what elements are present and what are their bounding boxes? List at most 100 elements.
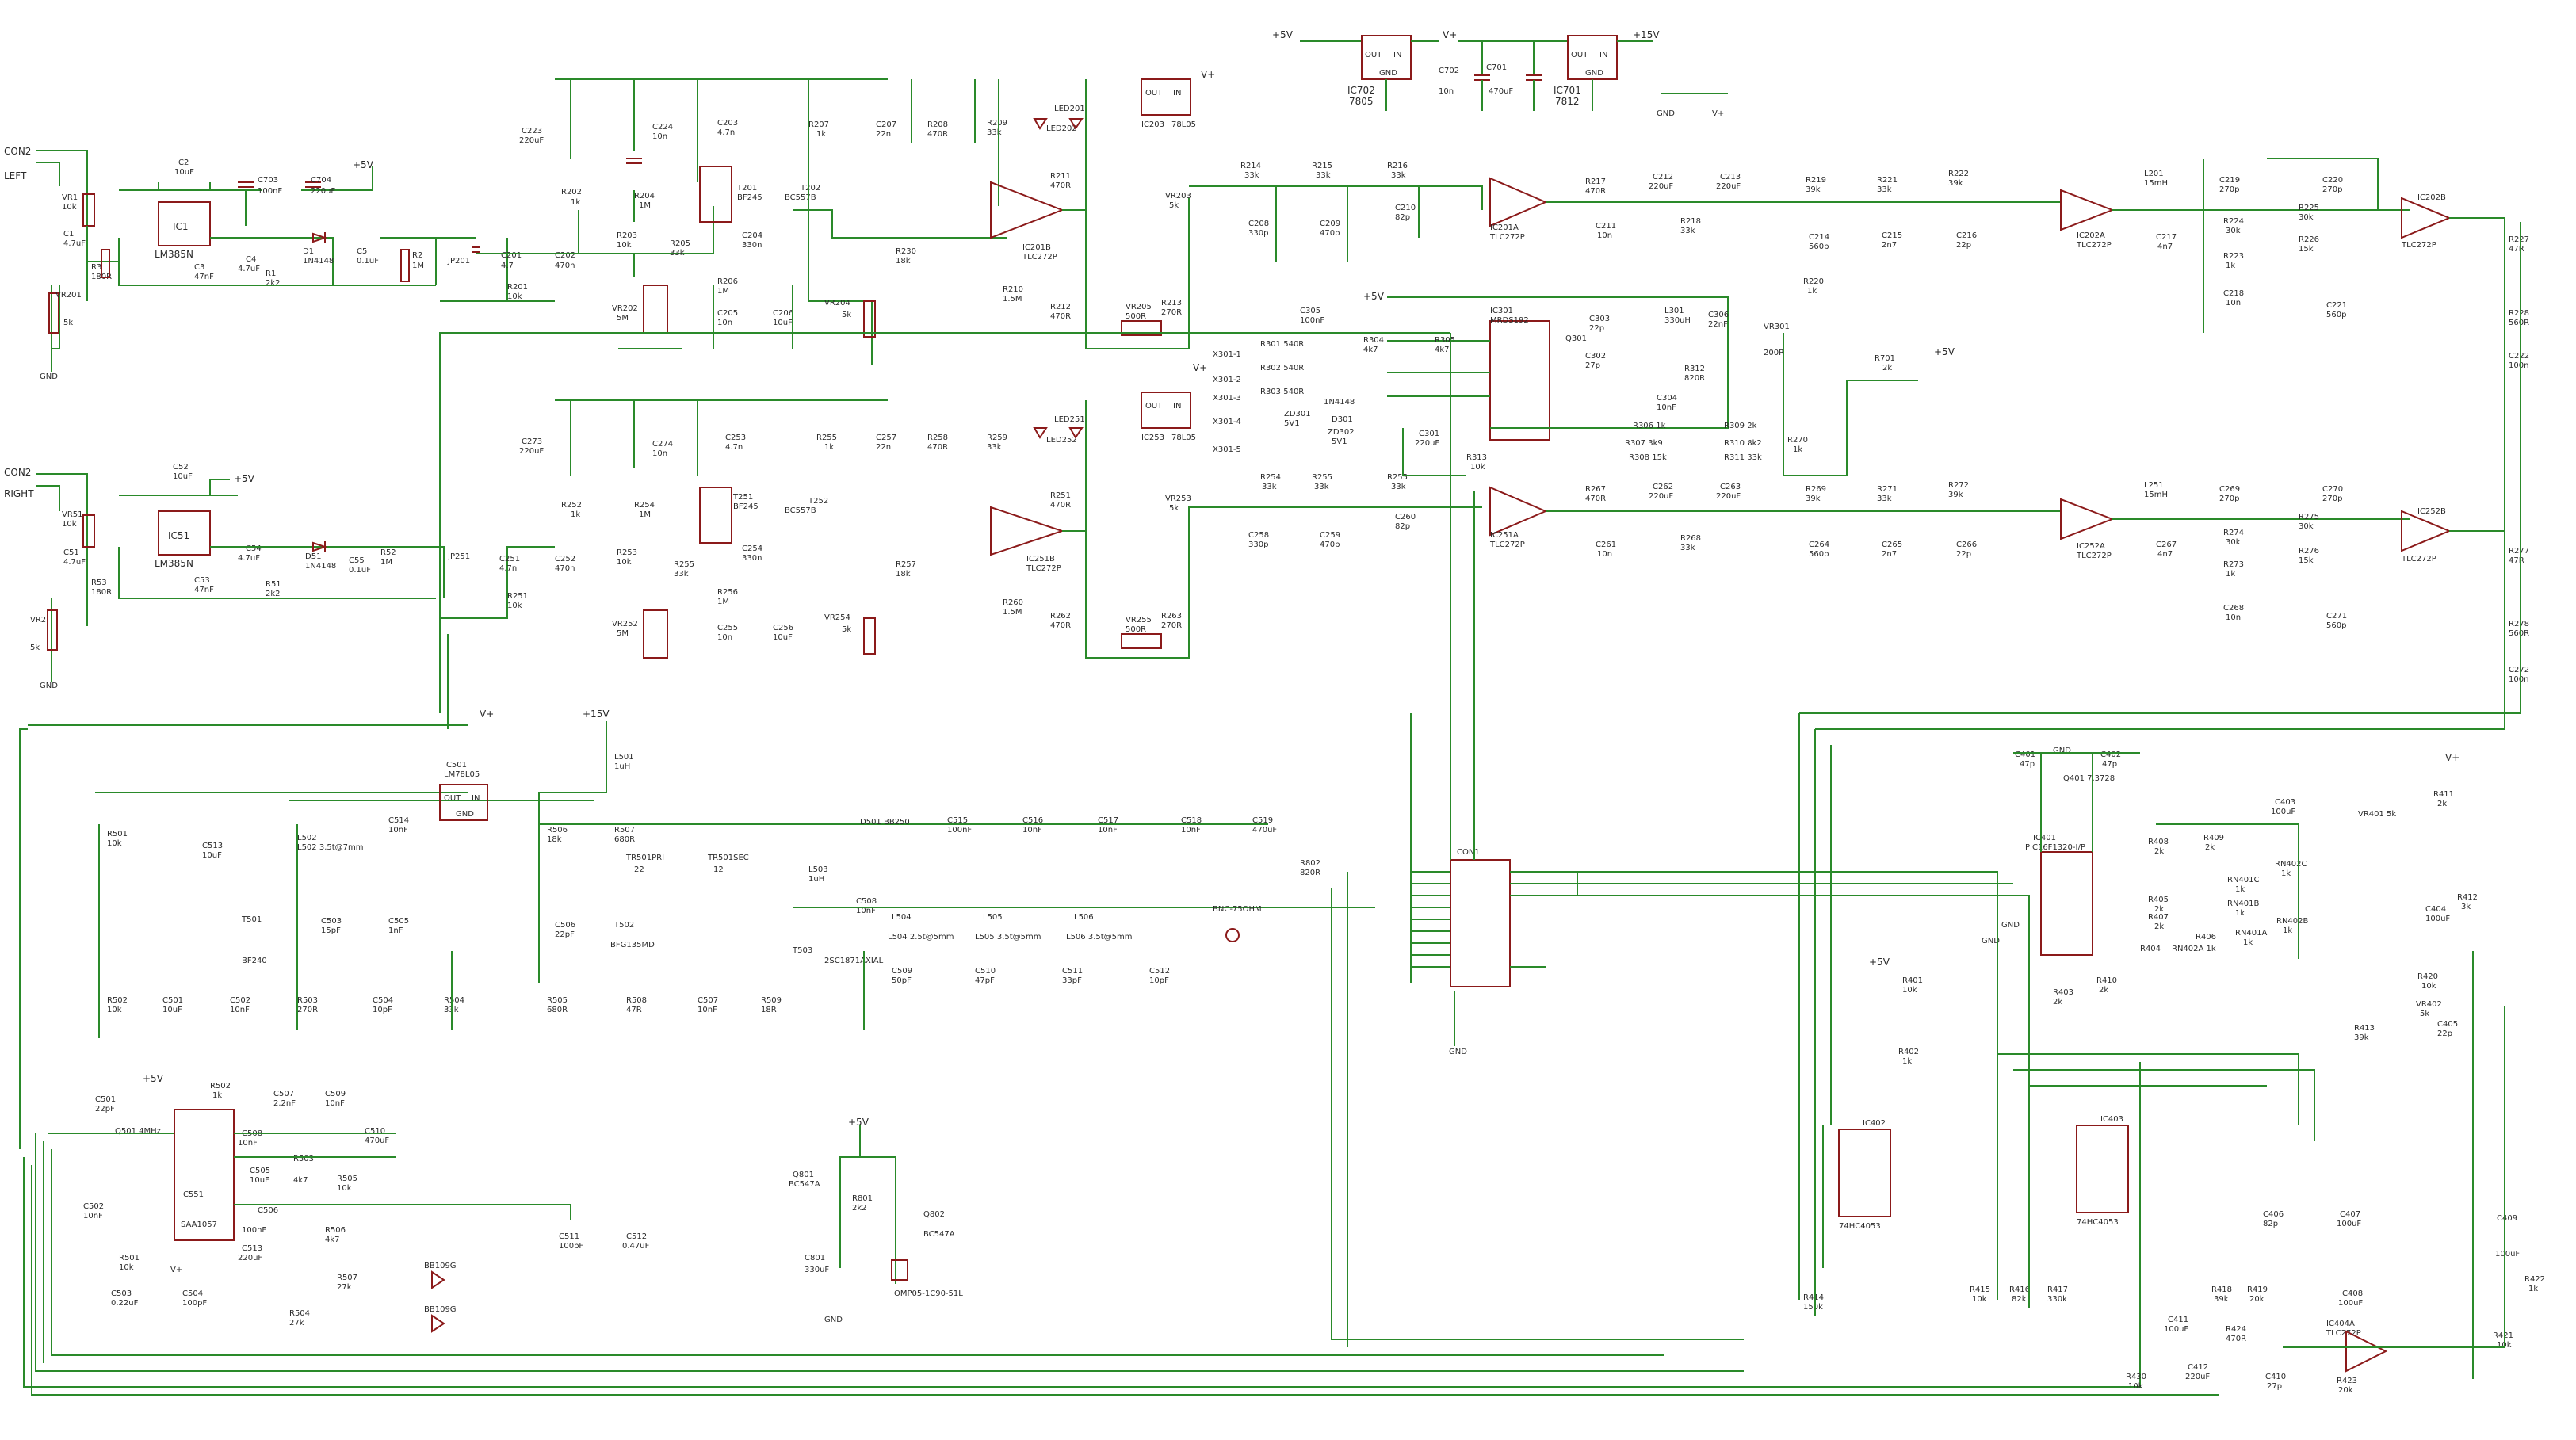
svg-text:R219: R219 bbox=[1806, 176, 1826, 185]
svg-text:1N4148: 1N4148 bbox=[305, 562, 336, 571]
svg-text:100pF: 100pF bbox=[559, 1242, 583, 1251]
ic701-label: IC701 bbox=[1554, 85, 1581, 96]
svg-text:100nF: 100nF bbox=[947, 826, 972, 835]
svg-text:15k: 15k bbox=[2299, 245, 2314, 254]
svg-text:33k: 33k bbox=[670, 249, 685, 258]
svg-text:R3: R3 bbox=[91, 263, 101, 272]
ic252b-opamp bbox=[2401, 510, 2452, 552]
svg-text:R53: R53 bbox=[91, 579, 107, 587]
svg-text:27p: 27p bbox=[1585, 361, 1600, 370]
svg-text:OUT: OUT bbox=[1571, 51, 1588, 59]
svg-text:L506: L506 bbox=[1074, 913, 1094, 922]
led252-label: LED252 bbox=[1046, 436, 1077, 445]
svg-text:10nF: 10nF bbox=[230, 1006, 250, 1014]
svg-text:R227: R227 bbox=[2509, 235, 2529, 244]
svg-text:0.1uF: 0.1uF bbox=[357, 257, 379, 265]
svg-text:C409: C409 bbox=[2497, 1214, 2517, 1223]
svg-text:30k: 30k bbox=[2226, 227, 2241, 235]
gnd-left-in: GND bbox=[40, 372, 58, 381]
svg-text:JP201: JP201 bbox=[447, 257, 470, 265]
svg-text:C702: C702 bbox=[1439, 67, 1459, 75]
svg-text:R310 8k2: R310 8k2 bbox=[1724, 439, 1762, 448]
svg-text:10nF: 10nF bbox=[1022, 826, 1042, 835]
svg-text:C265: C265 bbox=[1882, 540, 1902, 549]
svg-text:100uF: 100uF bbox=[2337, 1220, 2361, 1228]
svg-text:R408: R408 bbox=[2148, 838, 2169, 846]
svg-text:L251: L251 bbox=[2144, 481, 2164, 490]
svg-text:R423: R423 bbox=[2337, 1377, 2357, 1385]
svg-text:C510: C510 bbox=[365, 1127, 385, 1136]
t201-part: BF245 bbox=[737, 193, 762, 202]
ic251a-label: IC251A bbox=[1490, 531, 1519, 540]
right-connector: CON2 bbox=[4, 467, 31, 478]
svg-text:R253: R253 bbox=[617, 548, 637, 557]
vr204-pot bbox=[863, 300, 876, 338]
svg-text:1k: 1k bbox=[2528, 1285, 2538, 1293]
svg-text:3k: 3k bbox=[2461, 903, 2471, 911]
svg-text:1k: 1k bbox=[1807, 287, 1817, 296]
svg-text:R226: R226 bbox=[2299, 235, 2319, 244]
svg-text:5V1: 5V1 bbox=[1332, 437, 1347, 446]
vplus-pll: V+ bbox=[170, 1266, 182, 1274]
svg-text:1M: 1M bbox=[639, 510, 651, 519]
svg-text:R256: R256 bbox=[717, 588, 738, 597]
t202-part: BC557B bbox=[785, 193, 816, 202]
ic51-body bbox=[158, 510, 211, 556]
svg-text:10k: 10k bbox=[2128, 1382, 2143, 1391]
vr201-pot bbox=[48, 292, 59, 334]
svg-text:220uF: 220uF bbox=[1716, 182, 1741, 191]
t503-part: 2SC1871AXIAL bbox=[824, 957, 884, 965]
ic404a-opamp bbox=[2345, 1330, 2388, 1373]
svg-text:R422: R422 bbox=[2524, 1275, 2545, 1284]
svg-text:4.7n: 4.7n bbox=[499, 564, 517, 573]
svg-text:C401: C401 bbox=[2015, 751, 2035, 759]
svg-text:C511: C511 bbox=[559, 1232, 579, 1241]
ic501-label: IC501 bbox=[444, 761, 467, 770]
ic403-part: 74HC4053 bbox=[2077, 1218, 2119, 1227]
svg-text:OUT: OUT bbox=[1145, 89, 1163, 97]
svg-text:27p: 27p bbox=[2267, 1382, 2282, 1391]
svg-text:R312: R312 bbox=[1684, 365, 1705, 373]
svg-text:C303: C303 bbox=[1589, 315, 1610, 323]
svg-text:5M: 5M bbox=[617, 314, 629, 323]
svg-text:R254: R254 bbox=[1260, 473, 1281, 482]
svg-text:C5: C5 bbox=[357, 247, 367, 256]
ic403-label: IC403 bbox=[2100, 1115, 2123, 1124]
svg-text:IN: IN bbox=[472, 794, 480, 803]
svg-text:560p: 560p bbox=[2326, 621, 2346, 630]
l506-value: L506 3.5t@5mm bbox=[1066, 933, 1133, 942]
svg-text:C519: C519 bbox=[1252, 816, 1273, 825]
svg-text:R224: R224 bbox=[2223, 217, 2244, 226]
svg-text:R251: R251 bbox=[1050, 491, 1071, 500]
svg-text:270p: 270p bbox=[2219, 495, 2239, 503]
svg-text:680R: 680R bbox=[547, 1006, 568, 1014]
svg-text:C267: C267 bbox=[2156, 540, 2177, 549]
ic402-body bbox=[1838, 1129, 1891, 1217]
svg-text:1M: 1M bbox=[717, 287, 729, 296]
t502-part: BFG135MD bbox=[610, 941, 655, 949]
svg-text:C254: C254 bbox=[742, 544, 762, 553]
svg-text:C214: C214 bbox=[1809, 233, 1829, 242]
svg-text:2k2: 2k2 bbox=[266, 279, 281, 288]
ic203-part: 78L05 bbox=[1171, 120, 1196, 129]
svg-text:1k: 1k bbox=[2281, 869, 2291, 878]
q802-label: Q802 bbox=[923, 1210, 945, 1219]
svg-text:470R: 470R bbox=[1050, 621, 1071, 630]
bnc-connector: BNC-75OHM bbox=[1213, 905, 1262, 914]
svg-text:20k: 20k bbox=[2249, 1295, 2265, 1304]
svg-text:R271: R271 bbox=[1877, 485, 1898, 494]
svg-text:VR401 5k: VR401 5k bbox=[2358, 810, 2396, 819]
bus-wiring bbox=[439, 332, 2315, 1347]
svg-text:33k: 33k bbox=[1680, 227, 1695, 235]
svg-text:500R: 500R bbox=[1126, 312, 1146, 321]
svg-text:C404: C404 bbox=[2425, 905, 2446, 914]
vplus-mcu: V+ bbox=[2445, 752, 2459, 763]
svg-text:R274: R274 bbox=[2223, 529, 2244, 537]
svg-text:R216: R216 bbox=[1387, 162, 1408, 170]
supply-5v-r701: +5V bbox=[1934, 346, 1955, 357]
svg-text:100uF: 100uF bbox=[2495, 1250, 2520, 1259]
svg-text:470R: 470R bbox=[927, 130, 948, 139]
svg-text:270p: 270p bbox=[2322, 185, 2342, 194]
svg-text:C3: C3 bbox=[194, 263, 204, 272]
svg-text:R404: R404 bbox=[2140, 945, 2161, 953]
